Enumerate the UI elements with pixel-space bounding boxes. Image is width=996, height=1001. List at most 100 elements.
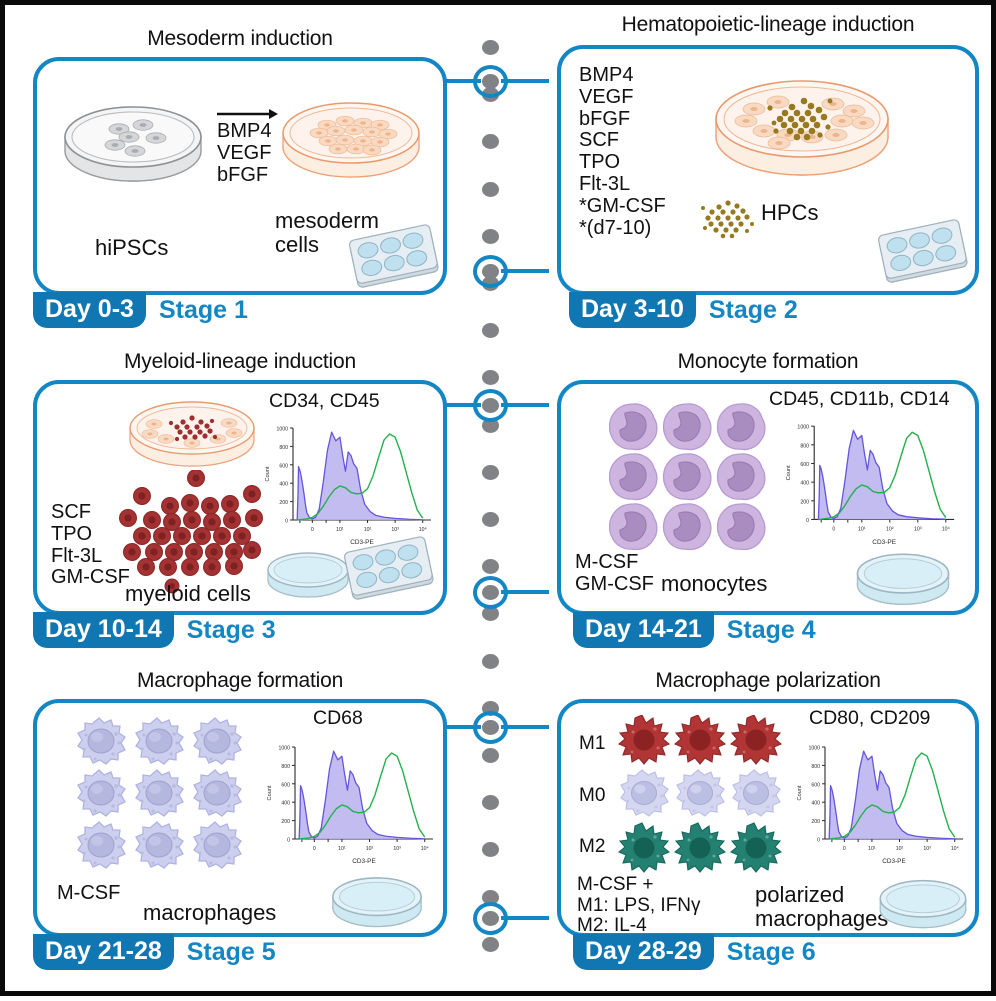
macrophage-grid-icon xyxy=(77,717,242,869)
myeloid-cells-cluster-icon xyxy=(119,470,263,594)
stage-6-row-label-m0: M0 xyxy=(579,785,606,806)
svg-text:10²: 10² xyxy=(364,527,372,533)
stage-5-cytokines: M-CSF xyxy=(57,882,121,904)
stage-2-daybar: Day 3-10 Stage 2 xyxy=(569,292,798,328)
stage-6-daybar: Day 28-29 Stage 6 xyxy=(573,934,816,970)
stage-6-panel[interactable]: M1 M0 M2 xyxy=(557,699,979,937)
svg-text:1000: 1000 xyxy=(808,746,820,752)
svg-text:Count: Count xyxy=(786,465,792,481)
svg-text:10³: 10³ xyxy=(914,527,922,533)
stage-2-panel[interactable]: BMP4 VEGF bFGF SCF TPO Flt-3L *GM-CSF *(… xyxy=(557,45,979,295)
svg-text:10⁴: 10⁴ xyxy=(421,846,429,852)
stage-1-product-label: mesoderm cells xyxy=(275,208,379,257)
timeline-connector xyxy=(501,79,549,83)
six-well-plate-icon xyxy=(878,219,968,283)
svg-text:600: 600 xyxy=(279,463,288,469)
svg-text:1000: 1000 xyxy=(278,746,290,752)
timeline-dot xyxy=(482,748,499,763)
stage-6-cytokines: M-CSF + M1: LPS, IFNγ M2: IL-4 xyxy=(577,874,701,937)
timeline xyxy=(437,5,549,1001)
stage-1-label: Stage 1 xyxy=(158,296,248,324)
timeline-dot xyxy=(482,40,499,55)
svg-text:1000: 1000 xyxy=(797,425,809,431)
petri-dish-hipsc-icon xyxy=(64,106,202,182)
svg-text:10²: 10² xyxy=(896,846,904,852)
stage-3-panel[interactable]: SCF TPO Flt-3L GM-CSF xyxy=(33,380,447,615)
stage-6-title: Macrophage polarization xyxy=(655,669,881,692)
stage-6-day: Day 28-29 xyxy=(573,934,714,970)
stage-4-daybar: Day 14-21 Stage 4 xyxy=(573,612,816,648)
stage-4-panel[interactable]: M-CSF GM-CSF monocytes CD45, CD11b, CD14… xyxy=(557,380,979,615)
svg-text:10⁴: 10⁴ xyxy=(419,527,427,533)
svg-text:800: 800 xyxy=(281,764,290,770)
stage-3-product-label: myeloid cells xyxy=(125,581,251,606)
stage-6-markers: CD80, CD209 xyxy=(809,707,931,729)
svg-text:CD3-PE: CD3-PE xyxy=(350,539,373,546)
six-well-plate-icon xyxy=(344,536,434,600)
stage-1-panel[interactable]: BMP4 VEGF bFGF xyxy=(33,57,447,295)
svg-text:10²: 10² xyxy=(886,527,894,533)
svg-text:0: 0 xyxy=(843,846,846,852)
stage-2-label: Stage 2 xyxy=(708,296,798,324)
monocyte-grid-icon xyxy=(609,403,766,550)
svg-text:CD3-PE: CD3-PE xyxy=(352,858,375,865)
svg-text:CD3-PE: CD3-PE xyxy=(882,858,905,865)
timeline-dot xyxy=(482,936,499,952)
timeline-dot xyxy=(482,323,499,339)
stage-5-product-label: macrophages xyxy=(143,900,277,925)
stage-1: Mesoderm induction xyxy=(19,27,461,328)
timeline-connector xyxy=(501,916,549,920)
svg-text:200: 200 xyxy=(281,819,290,825)
svg-text:1000: 1000 xyxy=(276,427,288,433)
stage-5-day: Day 21-28 xyxy=(33,934,174,970)
timeline-connector xyxy=(437,79,481,83)
stage-3-label: Stage 3 xyxy=(186,616,276,644)
six-well-plate-icon xyxy=(349,224,439,288)
stage-1-cytokines: BMP4 VEGF bFGF xyxy=(217,120,272,186)
svg-text:400: 400 xyxy=(279,482,288,488)
stage-3-day: Day 10-14 xyxy=(33,612,174,648)
timeline-dot xyxy=(482,370,499,386)
svg-text:800: 800 xyxy=(800,443,809,449)
stage-4-label: Stage 4 xyxy=(726,616,816,644)
stage-2: Hematopoietic-lineage induction BMP4 VEG… xyxy=(545,13,991,328)
svg-text:Count: Count xyxy=(265,466,271,481)
svg-text:800: 800 xyxy=(811,764,820,770)
svg-text:400: 400 xyxy=(800,481,809,487)
timeline-dot xyxy=(482,512,499,527)
svg-text:0: 0 xyxy=(311,527,314,533)
petri-dish-myeloid-icon xyxy=(129,401,255,467)
stage-6: Macrophage polarization M1 M0 M2 xyxy=(545,669,991,970)
svg-text:10³: 10³ xyxy=(391,527,399,533)
svg-text:200: 200 xyxy=(811,819,820,825)
stage-3: Myeloid-lineage induction xyxy=(19,350,461,650)
stage-5-daybar: Day 21-28 Stage 5 xyxy=(33,934,276,970)
svg-text:Count: Count xyxy=(267,785,273,800)
svg-text:Count: Count xyxy=(797,785,803,800)
stage-4-cytokines: M-CSF GM-CSF xyxy=(575,551,654,595)
svg-text:10⁴: 10⁴ xyxy=(942,527,950,533)
timeline-connector xyxy=(437,725,481,729)
stage-3-markers: CD34, CD45 xyxy=(269,390,380,412)
timeline-dot xyxy=(482,653,499,669)
svg-text:10²: 10² xyxy=(366,846,374,852)
timeline-dot xyxy=(482,559,499,575)
svg-text:0: 0 xyxy=(832,527,835,533)
svg-text:0: 0 xyxy=(285,519,288,525)
svg-text:600: 600 xyxy=(800,462,809,468)
svg-text:10¹: 10¹ xyxy=(858,527,866,533)
timeline-connector xyxy=(501,269,549,273)
stage-4-title: Monocyte formation xyxy=(677,350,859,373)
svg-text:600: 600 xyxy=(281,782,290,788)
stage-1-title: Mesoderm induction xyxy=(147,27,333,50)
petri-dish-blue-icon xyxy=(856,553,950,605)
timeline-connector xyxy=(501,590,549,594)
stage-4: Monocyte formation M-CSF GM-CSF monocyte… xyxy=(545,350,991,650)
svg-text:800: 800 xyxy=(279,445,288,451)
svg-text:0: 0 xyxy=(817,838,820,844)
timeline-dot xyxy=(482,889,499,905)
